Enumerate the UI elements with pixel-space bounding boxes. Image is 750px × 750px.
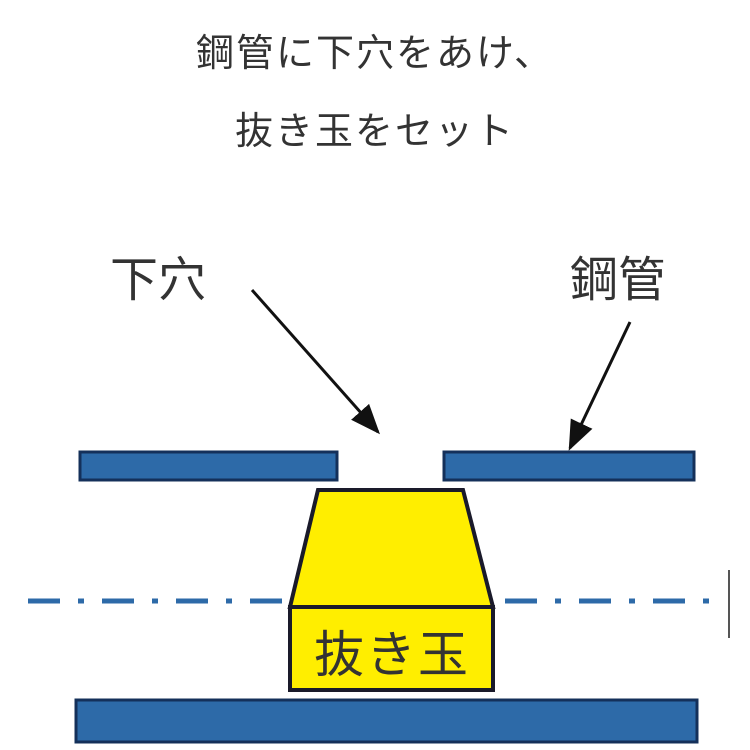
- ball-label: 抜き玉: [314, 626, 470, 684]
- pipe-wall-bottom: [74, 698, 699, 744]
- ball-body: [288, 605, 495, 692]
- pipe-wall-top-left: [78, 450, 339, 482]
- hole-label: 下穴: [110, 252, 207, 308]
- pipe-wall-top-right: [442, 450, 696, 482]
- pipe-label: 鋼管: [570, 252, 667, 308]
- title-line-1: 鋼管に下穴をあけ、: [195, 31, 555, 75]
- hole-arrow: [250, 289, 380, 435]
- ball-taper: [287, 488, 496, 609]
- pipe-arrow: [568, 321, 632, 451]
- title-line-2: 抜き玉をセット: [234, 109, 515, 153]
